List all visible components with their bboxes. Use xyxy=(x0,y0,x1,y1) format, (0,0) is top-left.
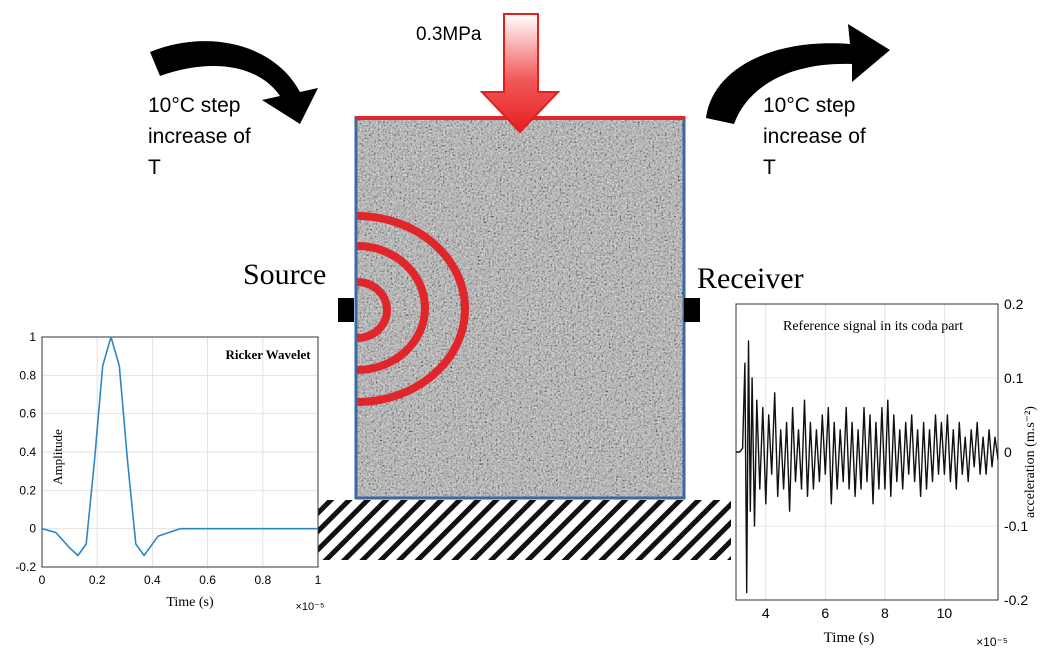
pressure-label: 0.3MPa xyxy=(416,24,482,45)
ricker-xtick: 0.8 xyxy=(254,573,271,587)
receiver-label: Receiver xyxy=(697,262,804,295)
wavefront-outer xyxy=(356,212,469,406)
ricker-ytick: 1 xyxy=(29,330,36,344)
ricker-xtick: 0.4 xyxy=(144,573,161,587)
ricker-title: Ricker Wavelet xyxy=(225,347,311,362)
ricker-xtick: 0 xyxy=(39,573,46,587)
ricker-ylabel: Amplitude xyxy=(50,429,65,485)
ricker-xtick: 0.6 xyxy=(199,573,216,587)
ricker-xtick: 1 xyxy=(315,573,322,587)
coda-xlabel: Time (s) xyxy=(824,630,875,646)
ricker-ytick: -0.2 xyxy=(15,560,36,574)
coda-series-line xyxy=(736,340,999,594)
coda-ylabel: acceleration (m.s⁻²) xyxy=(1023,406,1038,518)
coda-title: Reference signal in its coda part xyxy=(783,319,963,334)
coda-ytick: 0.1 xyxy=(1004,370,1024,386)
coda-ytick: -0.2 xyxy=(1004,592,1028,608)
wavefront-inner xyxy=(356,278,391,342)
ricker-ytick: 0.6 xyxy=(19,407,36,421)
ricker-ytick: 0.2 xyxy=(19,483,36,497)
ricker-xlabel: Time (s) xyxy=(166,595,214,610)
source-label: Source xyxy=(243,258,327,291)
coda-xtick: 6 xyxy=(821,605,829,621)
concrete-texture xyxy=(356,118,684,498)
ricker-ytick: 0.4 xyxy=(19,445,36,459)
coda-xtick: 8 xyxy=(881,605,889,621)
ricker-ytick: 0 xyxy=(29,522,36,536)
right-temperature-note: 10°C step increase of T xyxy=(763,94,866,179)
left-temperature-note: 10°C step increase of T xyxy=(148,94,251,179)
fixed-support-hatch xyxy=(305,500,731,560)
coda-ytick: 0 xyxy=(1004,444,1012,460)
receiver-transducer xyxy=(684,298,700,322)
ricker-ytick: 0.8 xyxy=(19,368,36,382)
wavefront-middle xyxy=(356,242,429,374)
coda-plot: 4 6 8 10 0.2 0.1 0 -0.1 -0.2 Reference signal in … xyxy=(735,296,1038,649)
source-transducer xyxy=(338,298,354,322)
ricker-series-line xyxy=(41,336,318,557)
coda-ytick: -0.1 xyxy=(1004,518,1028,534)
ricker-xtick: 0.2 xyxy=(89,573,106,587)
coda-xtick: 10 xyxy=(937,605,953,621)
coda-ytick: 0.2 xyxy=(1004,296,1024,312)
right-curved-arrow xyxy=(706,24,890,124)
left-curved-arrow xyxy=(150,41,318,124)
load-arrow xyxy=(479,13,561,134)
ricker-plot-border xyxy=(41,336,319,568)
coda-xtick: 4 xyxy=(762,605,770,621)
coda-chart: 4 6 8 10 0.2 0.1 0 -0.1 -0.2 Reference signal in … xyxy=(722,296,1040,649)
ricker-x-exponent: ×10⁻⁵ xyxy=(295,601,324,613)
coda-x-exponent: ×10⁻⁵ xyxy=(976,635,1008,648)
